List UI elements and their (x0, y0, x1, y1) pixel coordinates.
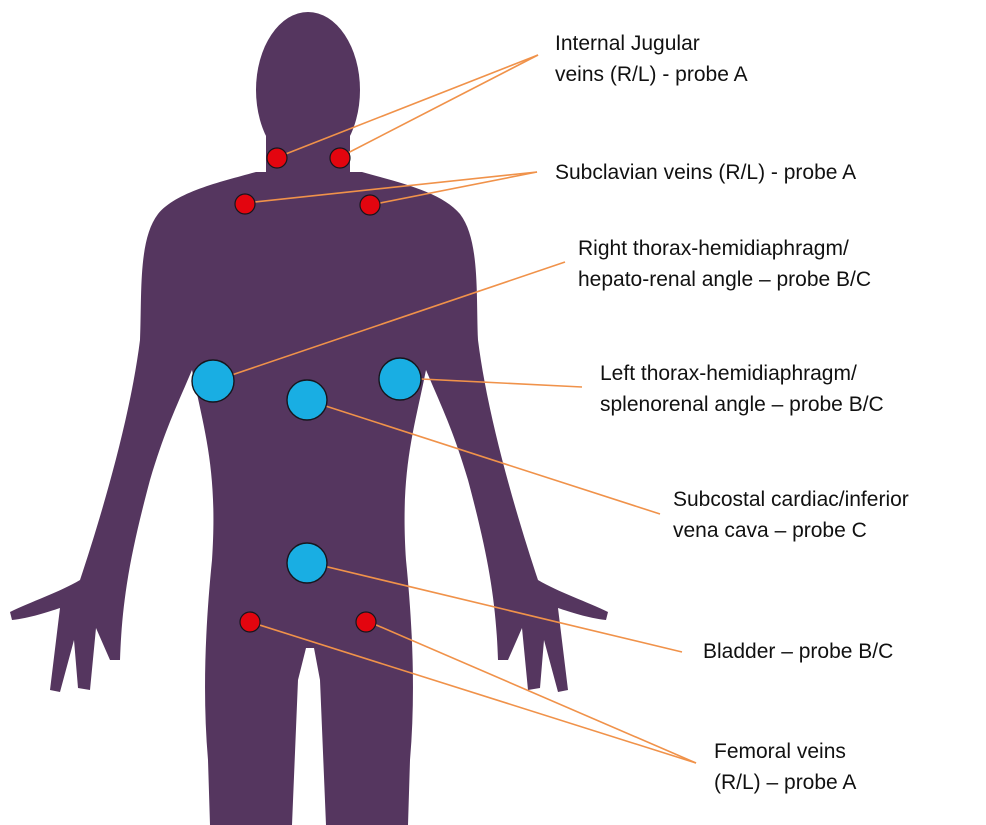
label-left-thorax: Left thorax-hemidiaphragm/ splenorenal a… (600, 358, 884, 420)
marker-subcostal (287, 380, 327, 420)
label-femoral: Femoral veins (R/L) – probe A (714, 736, 856, 798)
marker-femoral-right (240, 612, 260, 632)
marker-internal-jugular-left (330, 148, 350, 168)
marker-femoral-left (356, 612, 376, 632)
marker-subclavian-left (360, 195, 380, 215)
label-bladder-line1: Bladder – probe B/C (703, 636, 893, 667)
leader-line-femoral-right (250, 622, 696, 763)
label-right-thorax-line2: hepato-renal angle – probe B/C (578, 264, 871, 295)
label-bladder: Bladder – probe B/C (703, 636, 893, 667)
label-femoral-line1: Femoral veins (714, 736, 856, 767)
label-left-thorax-line2: splenorenal angle – probe B/C (600, 389, 884, 420)
leader-line-left-thorax (401, 378, 582, 387)
label-left-thorax-line1: Left thorax-hemidiaphragm/ (600, 358, 884, 389)
label-subclavian: Subclavian veins (R/L) - probe A (555, 157, 856, 188)
marker-left-thorax (379, 358, 421, 400)
label-internal-jugular-line1: Internal Jugular (555, 28, 748, 59)
marker-bladder (287, 543, 327, 583)
marker-internal-jugular-right (267, 148, 287, 168)
torso-and-arms (10, 172, 608, 825)
label-subcostal-line2: vena cava – probe C (673, 515, 909, 546)
marker-subclavian-right (235, 194, 255, 214)
label-internal-jugular-line2: veins (R/L) - probe A (555, 59, 748, 90)
marker-right-thorax (192, 360, 234, 402)
leader-line-ij-left (340, 55, 538, 157)
label-right-thorax: Right thorax-hemidiaphragm/ hepato-renal… (578, 233, 871, 295)
label-subcostal-line1: Subcostal cardiac/inferior (673, 484, 909, 515)
label-internal-jugular: Internal Jugular veins (R/L) - probe A (555, 28, 748, 90)
label-femoral-line2: (R/L) – probe A (714, 767, 856, 798)
label-right-thorax-line1: Right thorax-hemidiaphragm/ (578, 233, 871, 264)
label-subcostal: Subcostal cardiac/inferior vena cava – p… (673, 484, 909, 546)
label-subclavian-line1: Subclavian veins (R/L) - probe A (555, 157, 856, 188)
